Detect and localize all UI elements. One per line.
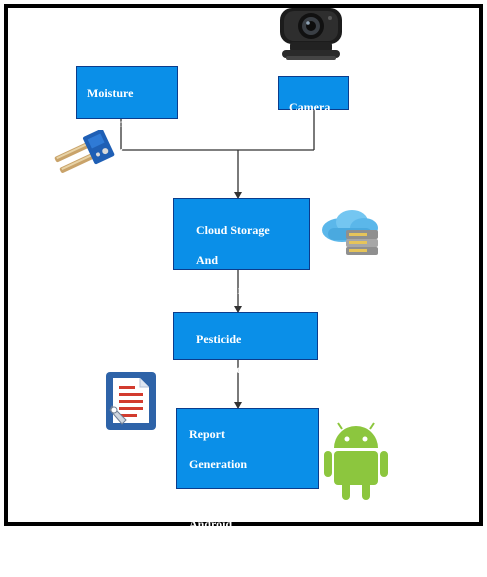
node-label-line: And [196,253,219,267]
node-label-line: Android [189,517,233,531]
report-document-icon [106,372,156,430]
node-label-line: Moisture [87,86,134,100]
node-label-line: Processing [196,283,251,297]
moisture-detection-node: Moisture Content Detection [76,66,178,160]
cloud-database-icon [322,210,378,255]
webcam-icon [280,8,342,60]
node-label-line: Report [189,427,225,441]
node-label-line: through [189,487,231,501]
node-label-line: Content [87,116,129,130]
node-label-line: Cloud Storage [196,223,270,237]
cloud-storage-node: Cloud Storage And Processing [173,198,310,297]
camera-node: Camera [278,76,349,114]
soil-sensor-icon [54,130,115,173]
node-label-line: Application [189,547,250,561]
node-label-line: Generation [189,457,247,471]
node-label-line: Pesticide [196,332,242,346]
pesticide-prediction-node: Pesticide Prediction [173,312,318,376]
node-label-line: Prediction [196,362,250,376]
connectors [120,110,315,409]
node-label-line: Camera [289,100,331,114]
report-generation-node: Report Generation through Android Applic… [176,408,319,561]
android-robot-icon [324,422,388,500]
